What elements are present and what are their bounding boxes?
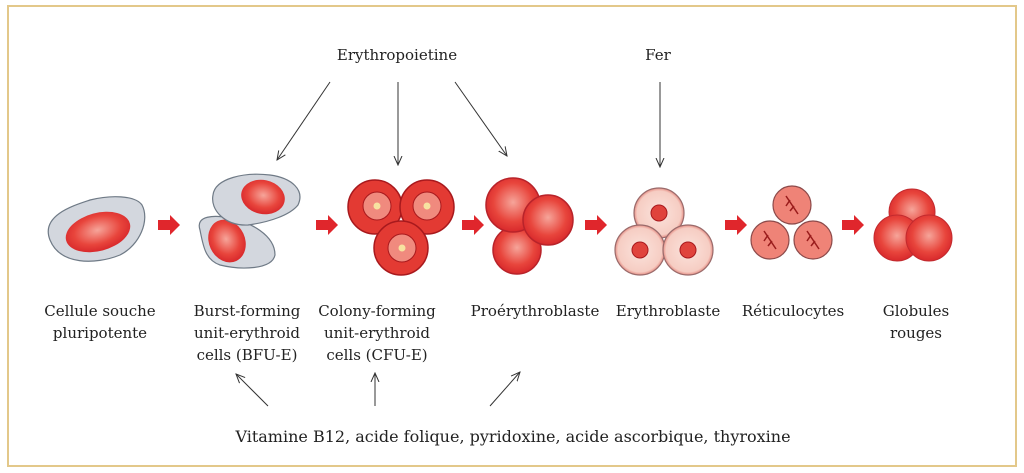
red-arrow-6 xyxy=(842,215,864,235)
stage-1-line-1: unit-erythroid xyxy=(194,324,300,342)
red-arrow-1 xyxy=(158,215,180,235)
stage-5-line-0: Réticulocytes xyxy=(742,302,844,320)
red-blood-cells-icon xyxy=(873,188,953,262)
stage-4-line-0: Erythroblaste xyxy=(616,302,721,320)
red-arrow-4 xyxy=(585,215,607,235)
arrow-cofactor-pro xyxy=(489,372,520,407)
reticulocytes-icon xyxy=(750,185,833,260)
cofactors-label: Vitamine B12, acide folique, pyridoxine,… xyxy=(234,427,790,446)
iron-label: Fer xyxy=(645,46,671,64)
stage-0-line-0: Cellule souche xyxy=(44,302,156,320)
stage-2-line-1: unit-erythroid xyxy=(324,324,430,342)
stage-3-line-0: Proérythroblaste xyxy=(471,302,600,320)
bfu-e-icon xyxy=(198,173,301,269)
arrow-to-bfu xyxy=(277,81,331,160)
arrow-cofactor-bfu xyxy=(236,374,269,407)
red-arrow-5 xyxy=(725,215,747,235)
stage-1-line-2: cells (BFU-E) xyxy=(197,346,298,364)
stage-6-line-1: rouges xyxy=(890,324,942,342)
erythroblast-icon xyxy=(614,187,714,276)
erythropoietin-label: Erythropoietine xyxy=(337,46,457,64)
stage-labels: Cellule souche pluripotente Burst-formin… xyxy=(44,302,949,364)
stage-2-line-0: Colony-forming xyxy=(318,302,436,320)
arrow-to-proerythroblast xyxy=(454,81,507,156)
stage-2-line-2: cells (CFU-E) xyxy=(326,346,427,364)
red-arrow-2 xyxy=(316,215,338,235)
stage-0-line-1: pluripotente xyxy=(53,324,147,342)
cfu-e-icon xyxy=(347,179,455,276)
stem-cell-icon xyxy=(47,196,146,262)
regulator-arrows xyxy=(236,81,660,407)
stage-6-line-0: Globules xyxy=(883,302,949,320)
stage-1-line-0: Burst-forming xyxy=(194,302,301,320)
proerythroblast-icon xyxy=(485,177,574,275)
red-arrow-3 xyxy=(462,215,484,235)
frame xyxy=(7,5,1017,467)
